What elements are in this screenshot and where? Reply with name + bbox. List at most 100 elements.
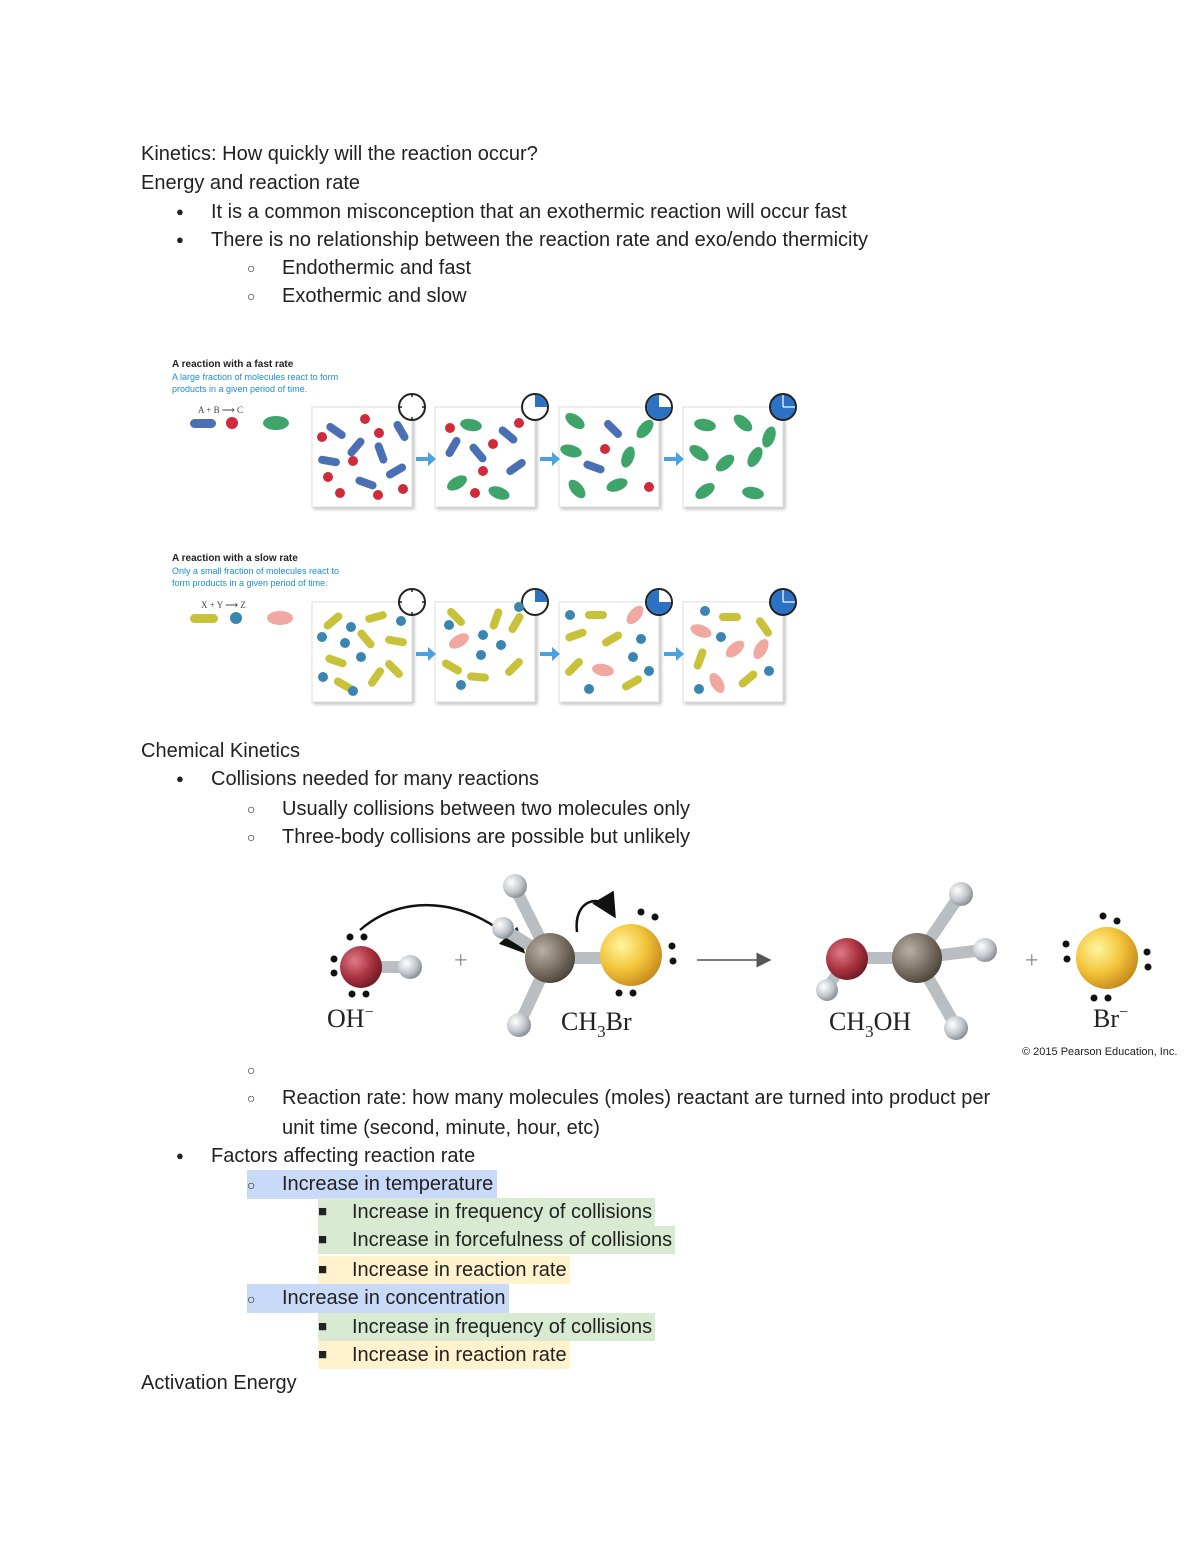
bullet-square: ■ [318,1318,328,1335]
oh-label-text: OH [327,1004,365,1033]
copyright-note: © 2015 Pearson Education, Inc. [1022,1046,1177,1058]
list-item: Increase in forcefulness of collisions [318,1226,676,1254]
clock-icon [398,588,426,616]
ch3oh-label: CH3OH [829,1007,911,1041]
bullet-circle: ○ [247,801,256,817]
list-item: Increase in reaction rate [318,1341,570,1369]
molecules-slow-box-4 [690,606,774,694]
slow-desc-2: form products in a given period of time. [172,578,328,588]
legend-molecule-c [263,416,289,430]
legend-molecule-y [230,612,242,624]
molecules-slow-box-3 [565,605,654,694]
bullet-disc: ● [176,1148,184,1163]
legend-molecule-a [190,419,216,428]
factor-temperature: ○ Increase in temperature [247,1170,498,1199]
curved-arrow [575,890,616,933]
list-item: It is a common misconception that an exo… [211,201,847,223]
list-item: Increase in frequency of collisions [318,1198,656,1226]
bullet-circle: ○ [247,1291,256,1307]
section-heading-chemical-kinetics: Chemical Kinetics [141,740,300,762]
ch3br-label: CH3Br [561,1007,632,1041]
slow-equation: X + Y ⟶ Z [201,600,246,610]
section-heading-energy: Energy and reaction rate [141,172,361,194]
sn2-reaction-svg: + OH− CH3Br [327,874,1177,1058]
factor-concentration: ○ Increase in concentration [247,1284,510,1313]
clock-icon [769,588,797,616]
bullet-disc: ● [176,232,184,247]
ch3br-label-b: Br [606,1007,632,1036]
clock-icon [398,393,426,421]
list-item: Reaction rate: how many molecules (moles… [282,1087,991,1109]
plus-sign: + [1025,948,1039,974]
step-arrow [416,452,436,466]
section-heading-activation-energy: Activation Energy [141,1372,297,1394]
br-label-text: Br [1093,1004,1119,1033]
ch3oh-label-sub: 3 [865,1022,874,1041]
list-item: Exothermic and slow [282,285,467,307]
bullet-circle: ○ [247,1177,256,1193]
molecules-box-3 [560,413,654,499]
step-arrow [540,647,560,661]
bullet-circle: ○ [247,288,256,304]
molecules-box-4 [689,414,776,500]
slow-row [311,588,797,703]
bullet-circle: ○ [247,829,256,845]
oh-label: OH− [327,1004,374,1033]
br-label: Br− [1093,1004,1128,1033]
legend-molecule-z [267,611,293,625]
step-arrow [664,647,684,661]
bullet-square: ■ [318,1203,328,1220]
legend-molecule-b [226,417,238,429]
methanol-molecule [816,882,997,1040]
molecules-box-1 [317,414,409,500]
bromide-ion [1062,912,1152,1002]
molecules-box-2 [445,418,526,500]
clock-icon [769,393,797,421]
list-item: Endothermic and fast [282,257,471,279]
plus-sign: + [454,948,468,974]
bullet-square: ■ [318,1261,328,1278]
bullet-square: ■ [318,1231,328,1248]
fast-title: A reaction with a fast rate [172,359,294,370]
molecules-slow-box-2 [441,602,524,690]
oh-charge: − [365,1004,374,1021]
page-title: Kinetics: How quickly will the reaction … [141,143,538,165]
molecules-slow-box-1 [317,611,407,696]
slow-box-3 [558,601,660,703]
bullet-circle: ○ [247,260,256,276]
clock-icon [521,393,549,421]
fast-desc-1: A large fraction of molecules react to f… [172,372,338,382]
slow-desc-1: Only a small fraction of molecules react… [172,566,339,576]
sn2-reaction-figure: + OH− CH3Br [315,870,1200,1062]
factor-temperature-label: Increase in temperature [282,1173,494,1195]
methyl-bromide-molecule [492,874,677,1037]
legend-molecule-x [190,614,218,623]
step-arrow [540,452,560,466]
bullet-circle: ○ [247,1090,256,1106]
list-item: There is no relationship between the rea… [211,229,869,251]
clock-icon [521,588,549,616]
list-item: Collisions needed for many reactions [211,768,539,790]
bullet-disc: ● [176,204,184,219]
ch3br-label-sub: 3 [597,1022,606,1041]
slow-box-1 [311,601,413,703]
bullet-circle: ○ [247,1062,256,1078]
reaction-rate-figure: A reaction with a fast rate A large frac… [165,345,825,725]
list-item: Increase in reaction rate [318,1256,570,1284]
reaction-rate-svg: A reaction with a fast rate A large frac… [172,359,797,703]
bullet-square: ■ [318,1346,328,1363]
ch3oh-label-b: OH [874,1007,912,1036]
list-item: Usually collisions between two molecules… [282,798,690,820]
list-item: Factors affecting reaction rate [211,1145,476,1167]
step-arrow [416,647,436,661]
clock-icon [645,393,673,421]
hydroxide-molecule [330,933,422,998]
fast-row [311,393,797,508]
factor-concentration-label: Increase in concentration [282,1287,506,1309]
list-item-continuation: unit time (second, minute, hour, etc) [282,1117,600,1139]
step-arrow [664,452,684,466]
bullet-disc: ● [176,771,184,786]
clock-icon [645,588,673,616]
br-charge: − [1119,1004,1128,1021]
ch3br-label-a: CH [561,1007,597,1036]
